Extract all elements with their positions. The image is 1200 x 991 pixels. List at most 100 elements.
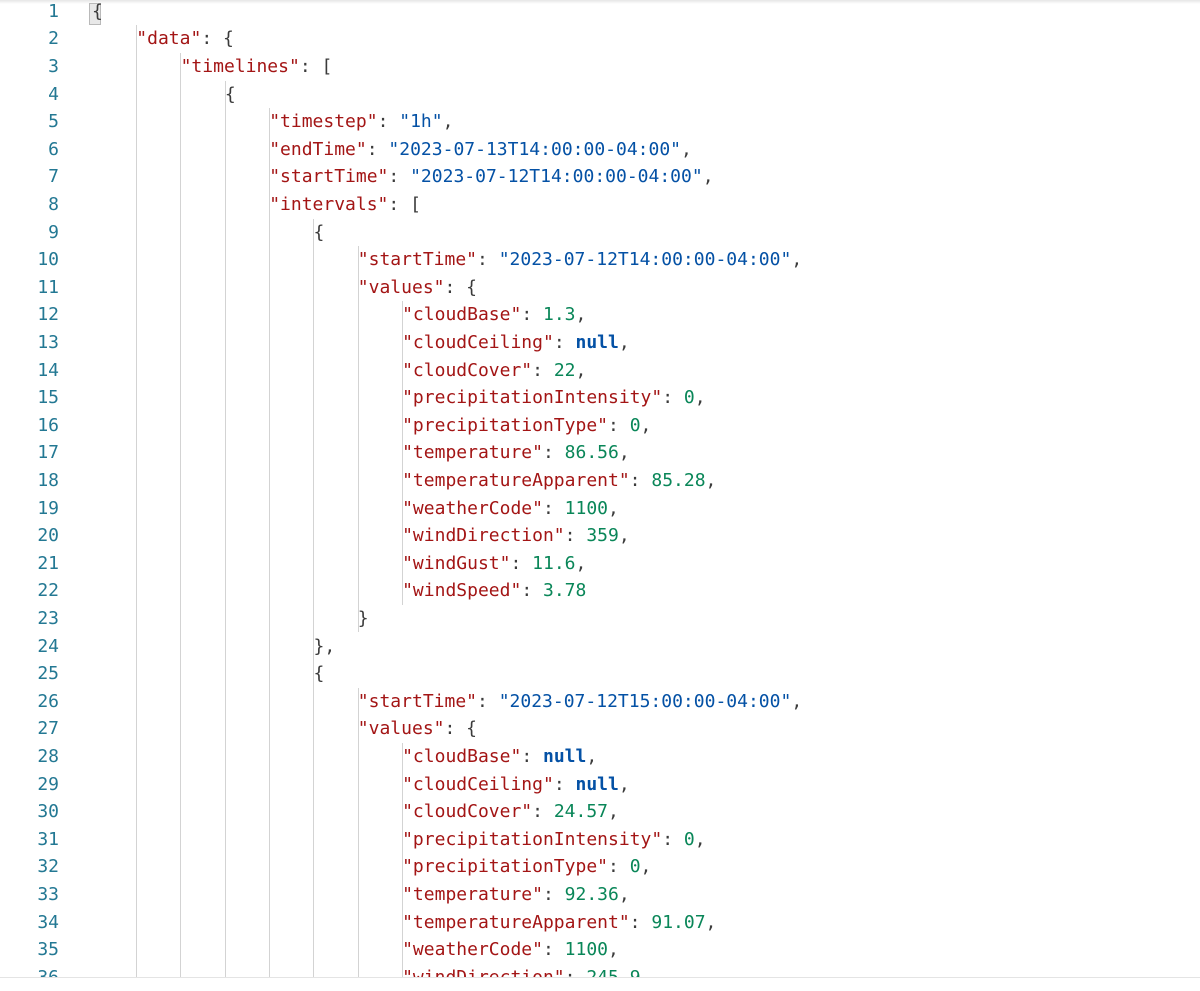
top-shadow	[0, 0, 1200, 4]
token-num: 1100	[564, 497, 609, 519]
code-line[interactable]: 20"windDirection": 359,	[0, 522, 1200, 550]
token-key: "startTime"	[357, 690, 478, 712]
code-line[interactable]: 31"precipitationIntensity": 0,	[0, 826, 1200, 854]
code-text: {	[314, 219, 325, 247]
token-num: 92.36	[564, 883, 619, 905]
code-line[interactable]: 8"intervals": [	[0, 191, 1200, 219]
token-num: 359	[586, 525, 619, 547]
token-pn: :	[608, 856, 630, 878]
token-pn: ,	[791, 690, 803, 712]
token-pn: ,	[694, 828, 706, 850]
code-line[interactable]: 17"temperature": 86.56,	[0, 439, 1200, 467]
code-text: {	[314, 660, 325, 688]
code-line[interactable]: 1{	[0, 0, 1200, 25]
code-line[interactable]: 5"timestep": "1h",	[0, 108, 1200, 136]
line-number: 21	[37, 552, 59, 574]
line-number: 30	[37, 801, 59, 823]
token-pn: ,	[694, 387, 706, 409]
code-line[interactable]: 36"windDirection": 245.9	[0, 964, 1200, 977]
token-key: "windSpeed"	[402, 580, 522, 602]
code-line[interactable]: 32"precipitationType": 0,	[0, 853, 1200, 881]
token-pn: ,	[618, 442, 630, 464]
code-line[interactable]: 6"endTime": "2023-07-13T14:00:00-04:00",	[0, 136, 1200, 164]
token-num: 22	[553, 359, 576, 381]
token-pn: :	[510, 552, 533, 574]
token-pn: :	[477, 249, 499, 271]
code-line[interactable]: 30"cloudCover": 24.57,	[0, 798, 1200, 826]
token-key: "precipitationIntensity"	[402, 387, 663, 409]
code-line[interactable]: 23}	[0, 605, 1200, 633]
code-line[interactable]: 7"startTime": "2023-07-12T14:00:00-04:00…	[0, 163, 1200, 191]
code-line[interactable]: 33"temperature": 92.36,	[0, 881, 1200, 909]
code-text: {	[92, 0, 103, 25]
line-number: 29	[37, 773, 59, 795]
code-line[interactable]: 24},	[0, 633, 1200, 661]
line-number: 15	[37, 387, 59, 409]
token-key: "timelines"	[180, 55, 300, 77]
code-line[interactable]: 12"cloudBase": 1.3,	[0, 301, 1200, 329]
token-pn: ,	[791, 249, 803, 271]
code-line[interactable]: 27"values": {	[0, 715, 1200, 743]
code-line[interactable]: 34"temperatureApparent": 91.07,	[0, 909, 1200, 937]
token-key: "cloudCover"	[402, 359, 533, 381]
code-line[interactable]: 4{	[0, 81, 1200, 109]
code-text: }	[358, 605, 369, 633]
code-text: "windSpeed": 3.78	[402, 577, 586, 605]
code-line[interactable]: 26"startTime": "2023-07-12T15:00:00-04:0…	[0, 688, 1200, 716]
code-text: "temperatureApparent": 91.07,	[402, 909, 716, 937]
code-line[interactable]: 29"cloudCeiling": null,	[0, 771, 1200, 799]
code-line[interactable]: 22"windSpeed": 3.78	[0, 577, 1200, 605]
token-pn: },	[313, 635, 336, 657]
code-line[interactable]: 19"weatherCode": 1100,	[0, 495, 1200, 523]
token-pn: ,	[640, 414, 652, 436]
bracket-match-highlight	[89, 3, 101, 25]
token-key: "weatherCode"	[402, 497, 543, 519]
code-line[interactable]: 14"cloudCover": 22,	[0, 357, 1200, 385]
code-line[interactable]: 16"precipitationType": 0,	[0, 412, 1200, 440]
token-key: "precipitationIntensity"	[402, 828, 663, 850]
code-text: "windDirection": 359,	[402, 522, 630, 550]
line-number: 11	[37, 276, 59, 298]
code-line[interactable]: 15 "precipitationIntensity": 0,	[0, 384, 1200, 412]
token-key: "values"	[357, 276, 445, 298]
code-text: "timelines": [	[181, 53, 333, 81]
code-text: "temperatureApparent": 85.28,	[402, 467, 716, 495]
code-text: "cloudBase": null,	[402, 743, 597, 771]
code-text: "precipitationIntensity": 0,	[402, 384, 705, 412]
token-key: "temperature"	[402, 883, 543, 905]
token-pn: :	[608, 414, 630, 436]
code-line[interactable]: 18"temperatureApparent": 85.28,	[0, 467, 1200, 495]
token-pn: : [	[388, 193, 421, 215]
code-text: "endTime": "2023-07-13T14:00:00-04:00",	[269, 136, 692, 164]
token-pn: ,	[618, 331, 630, 353]
horizontal-scrollbar[interactable]	[0, 977, 1200, 991]
token-pn: :	[542, 442, 565, 464]
token-key: "intervals"	[269, 193, 389, 215]
code-line[interactable]: 3"timelines": [	[0, 53, 1200, 81]
token-pn: :	[521, 580, 543, 602]
token-pn: :	[532, 801, 554, 823]
code-line[interactable]: 21"windGust": 11.6,	[0, 550, 1200, 578]
token-pn: : {	[444, 276, 478, 298]
code-text: "precipitationType": 0,	[402, 853, 651, 881]
code-line[interactable]: 10"startTime": "2023-07-12T14:00:00-04:0…	[0, 246, 1200, 274]
token-pn: :	[662, 828, 684, 850]
code-line[interactable]: 28"cloudBase": null,	[0, 743, 1200, 771]
indent-guide	[401, 742, 403, 977]
code-line[interactable]: 11 "values": {	[0, 274, 1200, 302]
code-line[interactable]: 13"cloudCeiling": null,	[0, 329, 1200, 357]
line-number: 33	[37, 883, 59, 905]
code-line[interactable]: 25{	[0, 660, 1200, 688]
token-num: 1.3	[543, 304, 576, 326]
token-key: "timestep"	[269, 111, 378, 133]
code-line[interactable]: 35"weatherCode": 1100,	[0, 936, 1200, 964]
token-num: 1100	[564, 939, 609, 961]
token-pn: ,	[618, 773, 630, 795]
token-pn: :	[388, 166, 411, 188]
code-text: "weatherCode": 1100,	[402, 495, 619, 523]
code-text: "startTime": "2023-07-12T14:00:00-04:00"…	[358, 246, 802, 274]
code-line[interactable]: 9{	[0, 219, 1200, 247]
code-line[interactable]: 2"data": {	[0, 25, 1200, 53]
